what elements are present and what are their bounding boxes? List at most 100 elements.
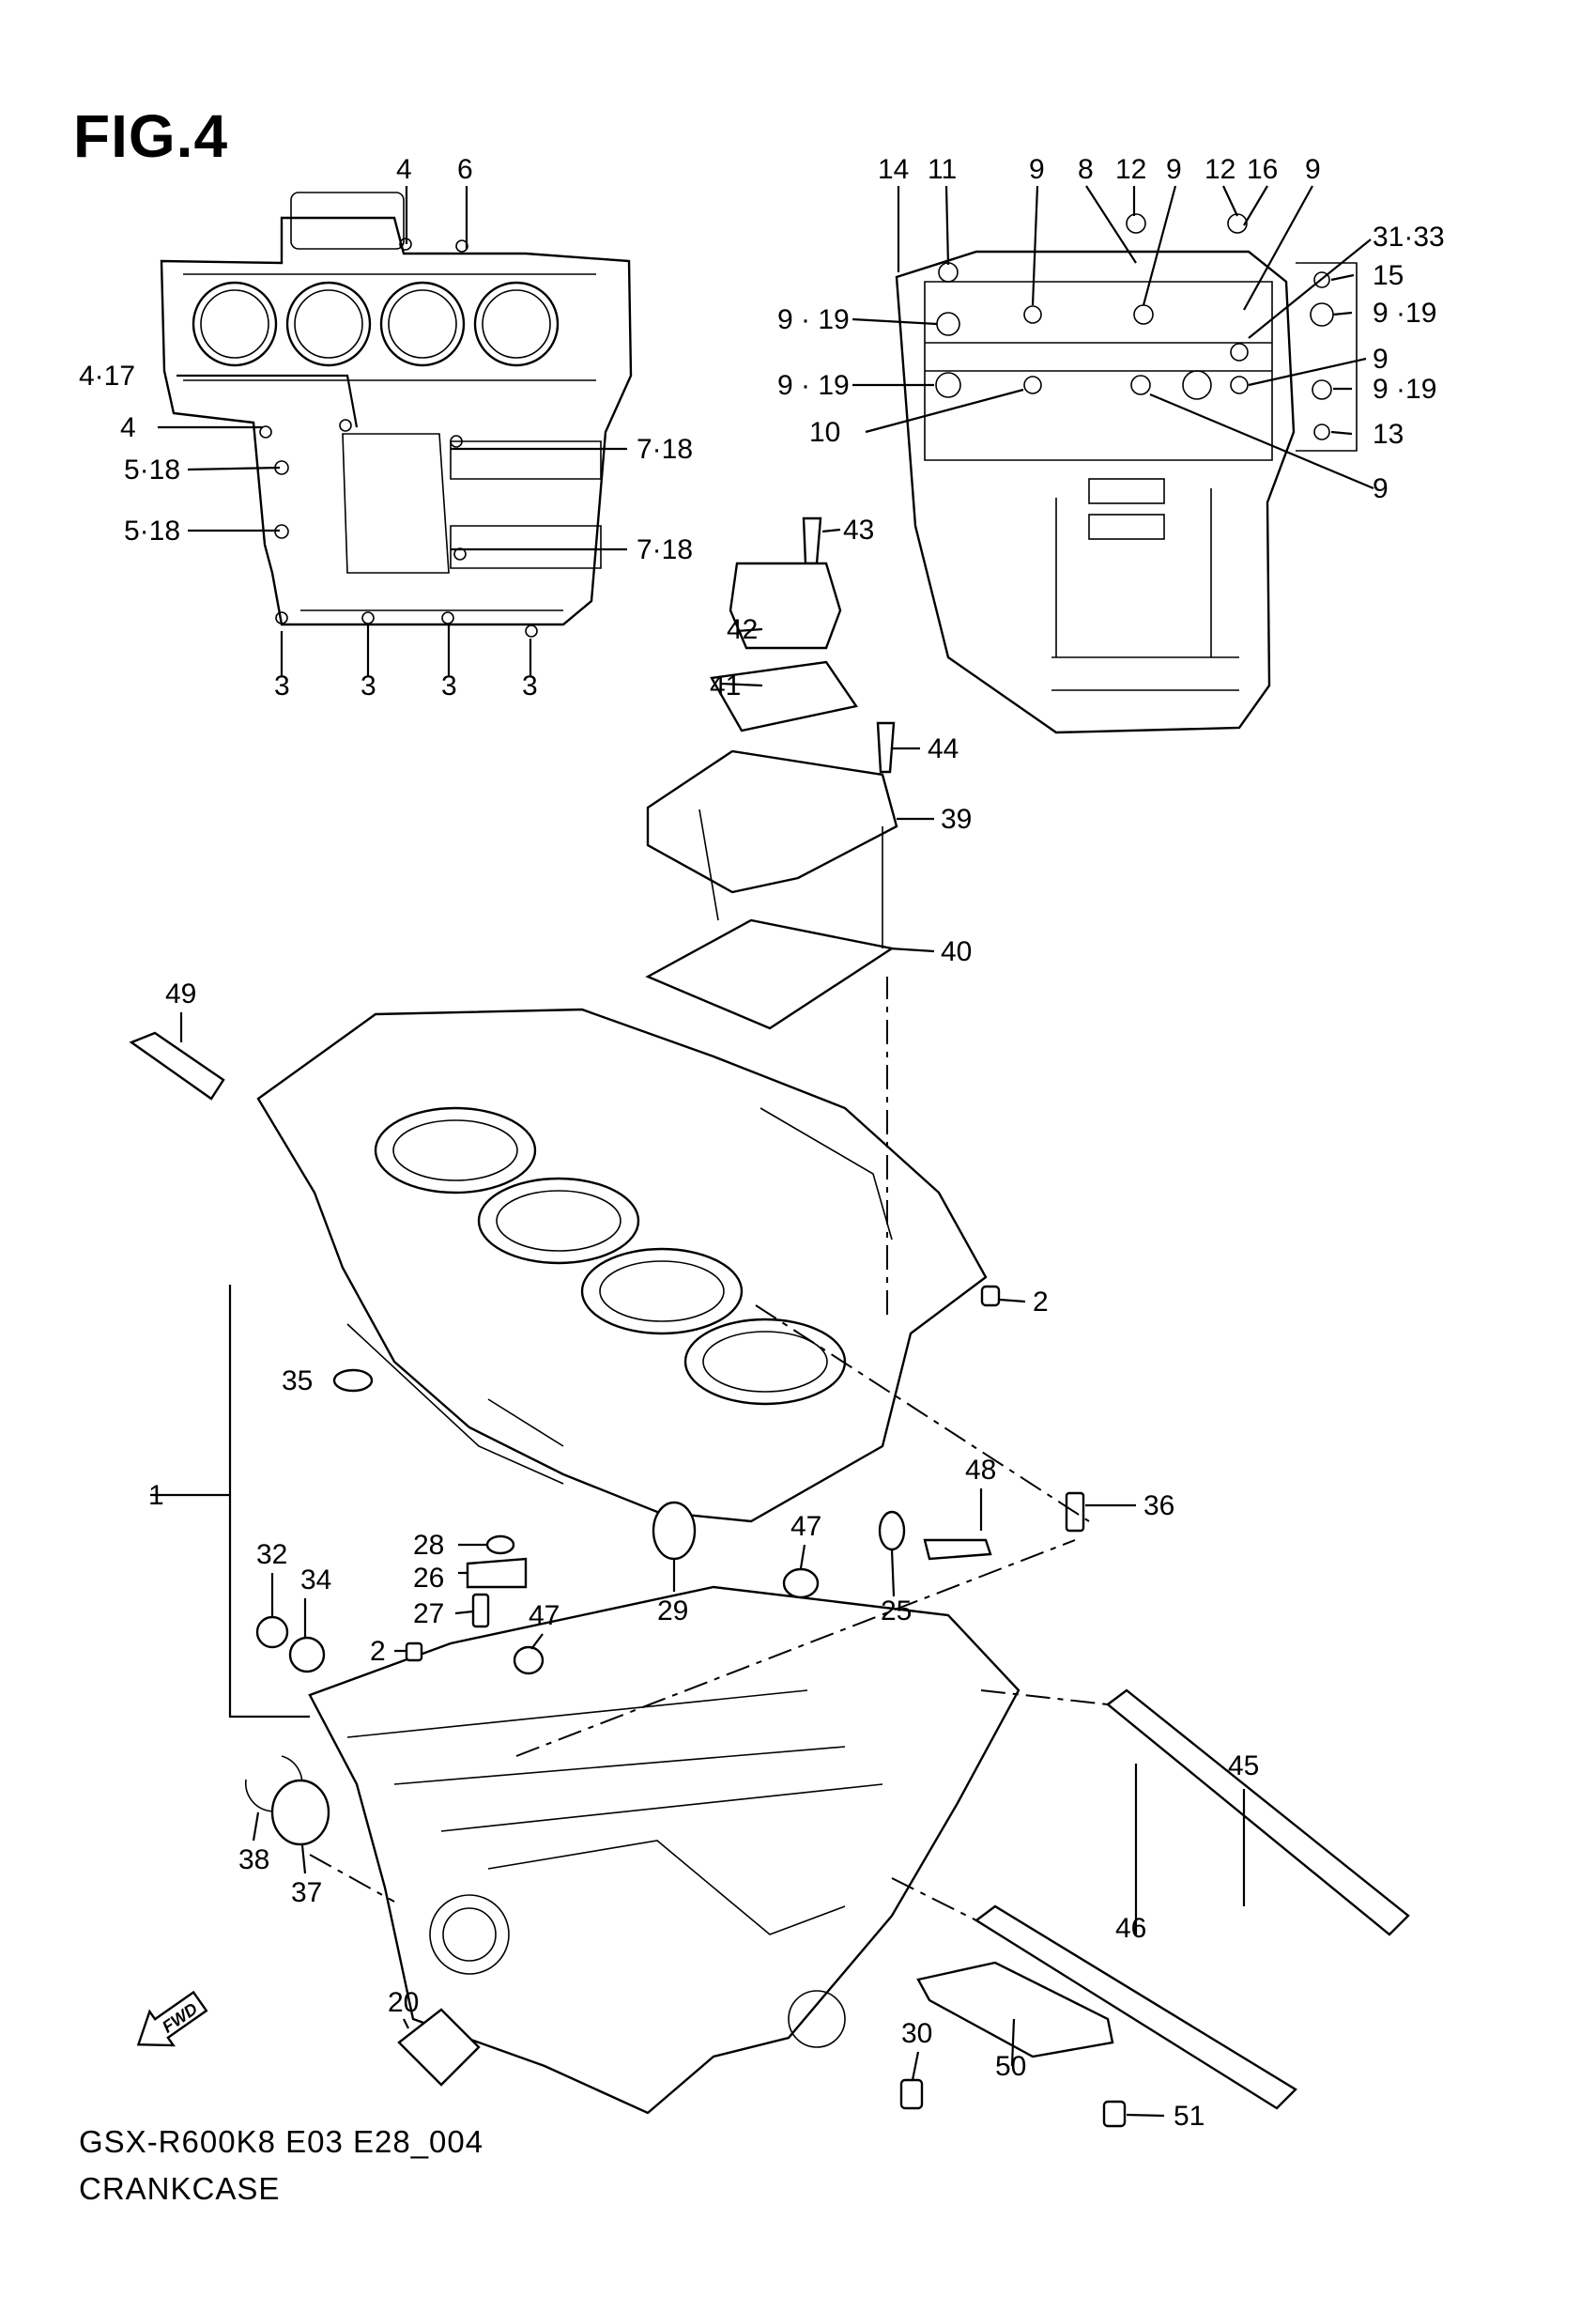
callout-5-18: 5·18	[124, 455, 180, 486]
part-30-dowel	[899, 2078, 924, 2110]
callout-3: 3	[361, 670, 376, 701]
part-46-bolt	[974, 1904, 1297, 2110]
breather-cover-assembly	[645, 516, 898, 1030]
callout-9-19: 9 ·19	[1373, 298, 1436, 329]
diagram-code: GSX-R600K8 E03 E28_004	[79, 2124, 484, 2159]
callout-10: 10	[809, 417, 840, 448]
part-44-bolt	[876, 721, 896, 774]
callout-9-19: 9 ·19	[1373, 374, 1436, 405]
part-29-seal	[652, 1501, 697, 1561]
part-48-bolt	[923, 1538, 992, 1561]
callout-32: 32	[256, 1539, 287, 1570]
callout-42: 42	[727, 614, 758, 645]
callout-12: 12	[1115, 154, 1146, 185]
callout-43: 43	[843, 515, 874, 546]
upper-crankcase-main	[256, 1008, 988, 1523]
upper-crankcase-top-view	[160, 192, 633, 638]
callout-25: 25	[881, 1595, 912, 1626]
part-51-bolt	[1102, 2100, 1127, 2128]
part-35-oring	[332, 1368, 374, 1393]
callout-39: 39	[941, 804, 972, 835]
callout-27: 27	[413, 1598, 444, 1629]
lower-crankcase-bottom-view	[895, 213, 1358, 734]
part-47-nut-b	[513, 1645, 545, 1675]
part-26-plate	[466, 1557, 528, 1589]
callout-13: 13	[1373, 419, 1404, 450]
reference-lines	[150, 977, 1109, 1921]
callout-12: 12	[1205, 154, 1235, 185]
part-28-oring	[485, 1534, 515, 1555]
callout-37: 37	[291, 1877, 322, 1908]
part-43-bolt	[802, 516, 822, 565]
callout-50: 50	[995, 2051, 1026, 2082]
callout-7-18: 7·18	[637, 434, 693, 465]
callout-11: 11	[928, 154, 957, 185]
forward-direction-arrow: FWD	[136, 1990, 208, 2047]
callout-34: 34	[300, 1564, 331, 1595]
callout-47: 47	[790, 1511, 821, 1542]
callout-28: 28	[413, 1530, 444, 1561]
callout-35: 35	[282, 1365, 313, 1396]
callout-29: 29	[657, 1595, 688, 1626]
callout-14: 14	[878, 154, 909, 185]
callout-20: 20	[388, 1987, 419, 2018]
callout-9: 9	[1373, 344, 1389, 375]
part-2-dowel-right	[980, 1285, 1001, 1307]
callout-9-19: 9 · 19	[777, 304, 850, 335]
part-32-plug	[255, 1615, 289, 1649]
callout-2: 2	[1033, 1287, 1049, 1318]
callout-40: 40	[941, 936, 972, 967]
callout-3: 3	[441, 670, 457, 701]
part-42-cap	[729, 562, 842, 650]
callout-30: 30	[901, 2018, 932, 2049]
callout-46: 46	[1115, 1913, 1146, 1944]
part-25-dowel	[878, 1510, 906, 1551]
callout-38: 38	[238, 1844, 269, 1875]
callout-48: 48	[965, 1455, 996, 1486]
callout-9: 9	[1029, 154, 1045, 185]
leader-lines	[158, 185, 1374, 2118]
part-41-gasket	[710, 660, 858, 732]
callout-9-19: 9 · 19	[777, 370, 850, 401]
part-45-bolt	[1106, 1688, 1410, 1936]
callout-51: 51	[1174, 2101, 1205, 2132]
callout-2: 2	[370, 1636, 386, 1667]
callout-16: 16	[1247, 154, 1278, 185]
callout-1: 1	[148, 1480, 164, 1511]
part-37-cap	[270, 1779, 330, 1846]
diagram-name: CRANKCASE	[79, 2171, 281, 2206]
callout-47: 47	[529, 1600, 560, 1631]
callout-9: 9	[1166, 154, 1182, 185]
callout-41: 41	[710, 670, 741, 701]
part-20-plug	[397, 2008, 481, 2087]
part-34-washer	[288, 1636, 326, 1673]
callout-9: 9	[1305, 154, 1321, 185]
figure-title: FIG.4	[73, 102, 229, 170]
part-47-nut-a	[782, 1567, 820, 1599]
callout-4-17: 4·17	[79, 361, 135, 392]
callout-labels: 4 6 4·17 4 5·18 5·18 7·18 7·18 3 3 3 3 1…	[79, 154, 1445, 2132]
callout-8: 8	[1078, 154, 1094, 185]
callout-49: 49	[165, 979, 196, 1010]
part-2-dowel-left	[405, 1642, 423, 1662]
callout-4: 4	[120, 412, 136, 443]
callout-15: 15	[1373, 260, 1404, 291]
callout-44: 44	[928, 733, 959, 764]
callout-26: 26	[413, 1563, 444, 1594]
callout-36: 36	[1143, 1490, 1174, 1521]
part-50-plate	[916, 1961, 1114, 2058]
callout-45: 45	[1228, 1750, 1259, 1781]
part-39-cover	[646, 749, 898, 894]
callout-3: 3	[274, 670, 290, 701]
part-49-bolt	[129, 1031, 225, 1101]
part-27-bolt	[471, 1593, 490, 1628]
callout-4: 4	[396, 154, 412, 185]
callout-9: 9	[1373, 473, 1389, 504]
callout-7-18: 7·18	[637, 534, 693, 565]
callout-6: 6	[457, 154, 473, 185]
small-parts	[129, 1031, 1410, 2128]
callout-5-18: 5·18	[124, 516, 180, 547]
part-40-gasket	[645, 918, 896, 1030]
callout-3: 3	[522, 670, 538, 701]
